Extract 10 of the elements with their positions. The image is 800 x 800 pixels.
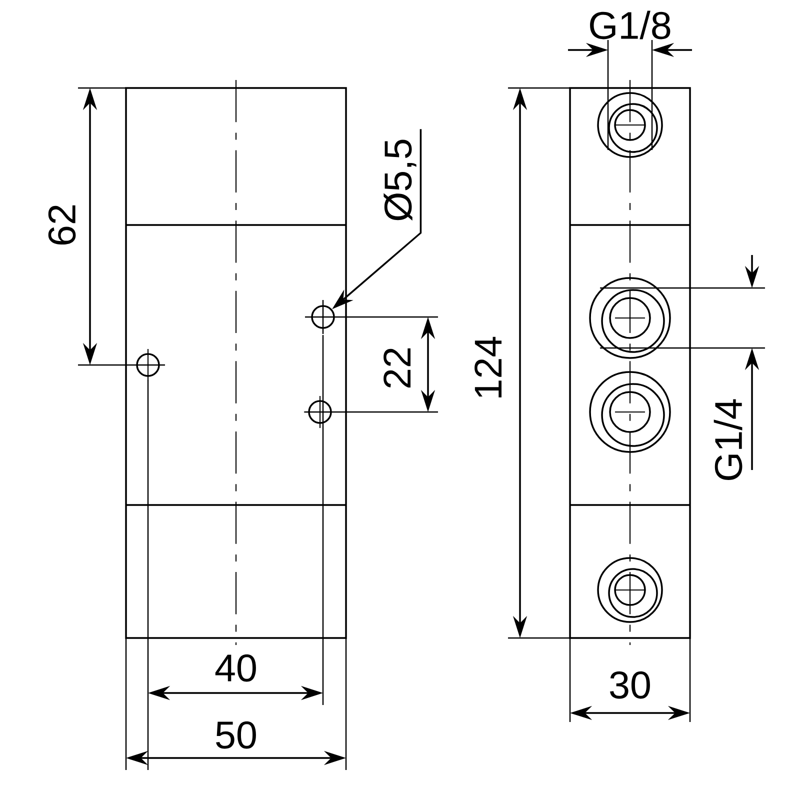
mounting-hole: [311, 305, 335, 329]
dimension-label: 62: [48, 205, 76, 244]
dimension-label: Ø5,5: [384, 140, 416, 221]
dimension-label: 124: [474, 336, 502, 398]
dimension-label: G1/4: [714, 399, 742, 480]
dimension-label: 40: [215, 654, 256, 682]
dimension-label: 50: [216, 721, 256, 749]
dimension-label: 22: [384, 348, 410, 388]
dimension-label: G1/8: [590, 10, 670, 40]
dimension-label: 30: [610, 671, 650, 699]
